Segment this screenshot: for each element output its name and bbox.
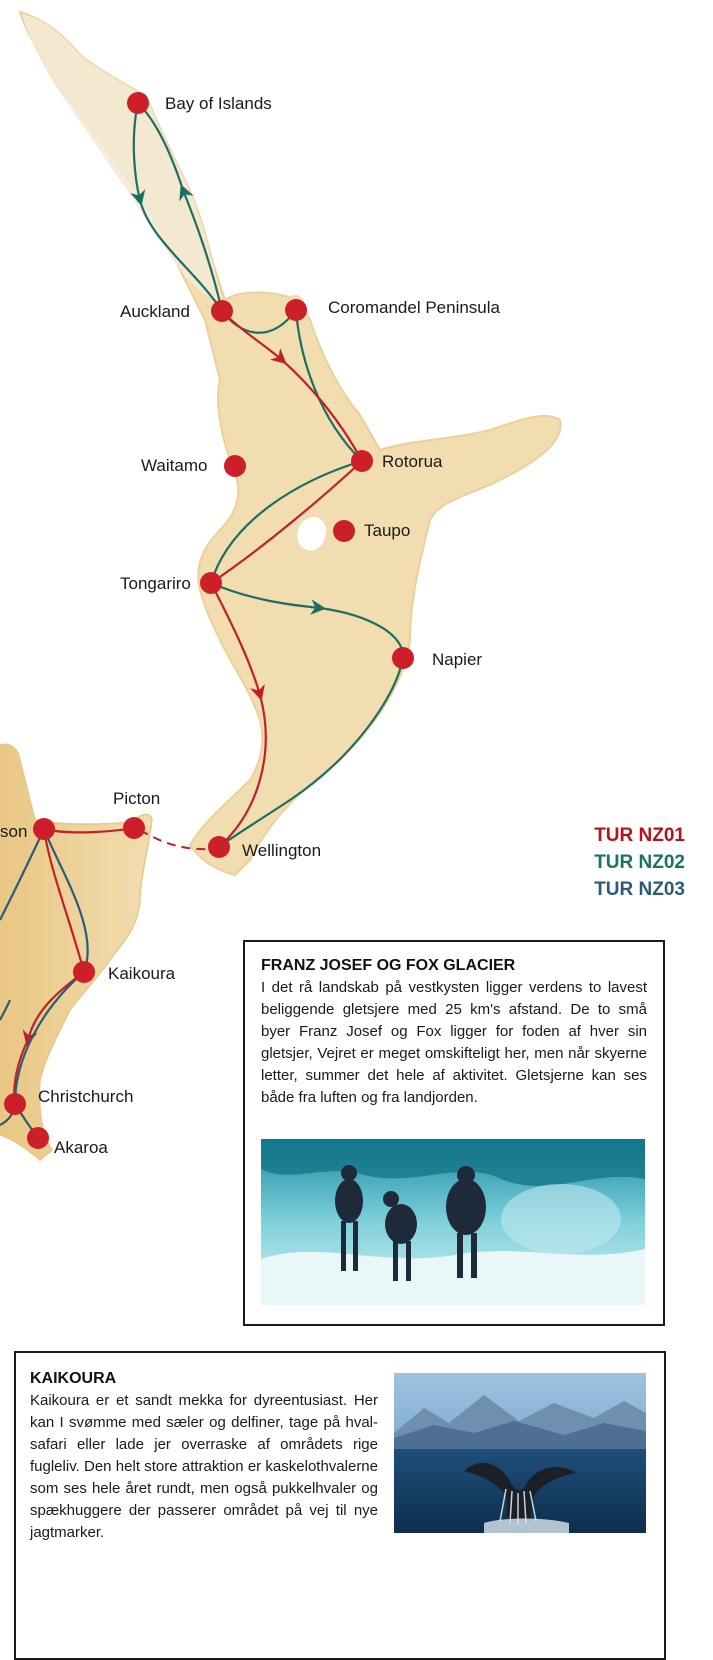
- label-christchurch: Christchurch: [38, 1087, 134, 1106]
- franz-josef-title: FRANZ JOSEF OG FOX GLACIER: [261, 957, 516, 974]
- marker-akaroa: [27, 1127, 49, 1149]
- label-rotorua: Rotorua: [382, 452, 443, 471]
- kaikoura-text: Kaikoura er et sandt mekka for dyreentus…: [30, 1392, 378, 1542]
- marker-bay-of-islands: [127, 92, 149, 114]
- marker-rotorua: [351, 450, 373, 472]
- lake-taupo: [297, 517, 326, 551]
- marker-waitamo: [224, 455, 246, 477]
- kaikoura-box: KAIKOURA Kaikoura er et sandt mekka for …: [14, 1351, 666, 1660]
- legend-nz02: TUR NZ02: [594, 852, 685, 873]
- label-nelson: son: [0, 822, 28, 841]
- marker-tongariro: [200, 572, 222, 594]
- northland-region: [22, 14, 222, 300]
- ferry-route: [139, 829, 221, 851]
- label-picton: Picton: [113, 789, 161, 808]
- glacier-photo: [261, 1139, 645, 1305]
- label-kaikoura: Kaikoura: [108, 964, 176, 983]
- north-island: [18, 10, 562, 877]
- south-island: [0, 743, 153, 1161]
- whale-photo: [394, 1373, 646, 1533]
- kaikoura-title: KAIKOURA: [30, 1370, 117, 1387]
- label-taupo: Taupo: [364, 521, 411, 540]
- marker-napier: [392, 647, 414, 669]
- marker-picton: [123, 817, 145, 839]
- marker-auckland: [211, 300, 233, 322]
- legend-nz01: TUR NZ01: [594, 825, 685, 846]
- marker-taupo: [333, 520, 355, 542]
- place-markers: [4, 92, 414, 1149]
- marker-wellington: [208, 836, 230, 858]
- route-nz01: [210, 310, 363, 848]
- label-waitamo: Waitamo: [141, 456, 208, 475]
- label-tongariro: Tongariro: [120, 574, 191, 593]
- legend-nz03: TUR NZ03: [594, 879, 685, 900]
- franz-josef-box: FRANZ JOSEF OG FOX GLACIER I det rå land…: [243, 940, 665, 1326]
- marker-kaikoura: [73, 961, 95, 983]
- marker-nelson: [33, 818, 55, 840]
- marker-coromandel: [285, 299, 307, 321]
- marker-christchurch: [4, 1093, 26, 1115]
- label-coromandel: Coromandel Peninsula: [328, 298, 500, 317]
- label-wellington: Wellington: [242, 841, 322, 860]
- label-akaroa: Akaroa: [54, 1138, 108, 1157]
- franz-josef-text: I det rå landskab på vestkysten ligger v…: [261, 979, 647, 1107]
- label-bay-of-islands: Bay of Islands: [165, 94, 272, 113]
- label-napier: Napier: [432, 650, 483, 669]
- label-auckland: Auckland: [120, 302, 190, 321]
